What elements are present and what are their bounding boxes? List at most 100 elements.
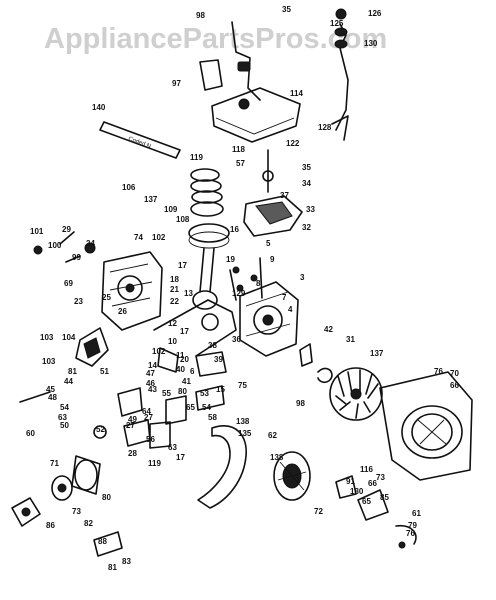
callout-number: 17 <box>178 261 187 270</box>
callout-number: 29 <box>62 225 71 234</box>
callout-number: 101 <box>30 227 44 236</box>
callout-number: 66 <box>368 479 377 488</box>
callout-number: 79 <box>408 521 417 530</box>
callout-number: 135 <box>238 429 252 438</box>
callout-number: 63 <box>58 413 67 422</box>
small-hardware <box>19 115 417 557</box>
bracket-left <box>75 327 109 367</box>
callout-number: 137 <box>370 349 384 358</box>
callout-number: 41 <box>182 377 191 386</box>
callout-number: 37 <box>280 191 289 200</box>
callout-number: 10 <box>168 337 177 346</box>
callout-number: 53 <box>200 389 209 398</box>
callout-number: 27 <box>144 413 153 422</box>
callout-number: 140 <box>92 103 106 112</box>
top-linkage-part <box>199 8 349 131</box>
callout-number: 103 <box>42 357 56 366</box>
callout-number: 26 <box>118 307 127 316</box>
callout-number: 40 <box>176 365 185 374</box>
callout-number: 99 <box>72 253 81 262</box>
callout-number: 81 <box>108 563 117 572</box>
top-cover-plate <box>211 87 301 143</box>
callout-number: 4 <box>288 305 293 314</box>
callout-number: 28 <box>128 449 137 458</box>
callout-number: 34 <box>302 179 311 188</box>
callout-number: 51 <box>100 367 109 376</box>
callout-number: 64 <box>142 407 151 416</box>
callout-number: 13 <box>184 289 193 298</box>
callout-number: 98 <box>296 399 305 408</box>
callout-number: 35 <box>302 163 311 172</box>
watermark: AppliancePartsPros.com <box>44 23 387 55</box>
callout-number: 5 <box>266 239 271 248</box>
callout-number: 80 <box>102 493 111 502</box>
decal-label: Coded N <box>99 121 181 159</box>
callout-number: 48 <box>48 393 57 402</box>
callout-number: 12 <box>168 319 177 328</box>
callout-number: 81 <box>68 367 77 376</box>
callout-number: 71 <box>50 459 59 468</box>
callout-number: 106 <box>122 183 136 192</box>
callout-number: 31 <box>346 335 355 344</box>
callout-number: 60 <box>26 429 35 438</box>
callout-number: 54 <box>60 403 69 412</box>
callout-number: 122 <box>286 139 300 148</box>
callout-number: 20 <box>180 355 189 364</box>
callout-number: 61 <box>412 509 421 518</box>
callout-number: 6 <box>190 367 195 376</box>
callout-number: 102 <box>152 233 166 242</box>
callout-number: 102 <box>152 347 166 356</box>
callout-number: 119 <box>148 459 161 468</box>
callout-number: 66 <box>450 381 459 390</box>
callout-number: 91 <box>346 477 355 486</box>
callout-number: 54 <box>202 403 211 412</box>
callout-number: 130 <box>350 487 364 496</box>
callout-number: 74 <box>134 233 143 242</box>
callout-number: 83 <box>122 557 131 566</box>
callout-number: 25 <box>102 293 111 302</box>
callout-number: 130 <box>364 39 378 48</box>
callout-number: 32 <box>302 223 311 232</box>
callout-number: 43 <box>148 385 157 394</box>
callout-number: 82 <box>84 519 93 528</box>
callout-number: 97 <box>172 79 181 88</box>
callout-number: 55 <box>162 389 171 398</box>
callout-number: 36 <box>232 335 241 344</box>
callout-number: 125 <box>330 19 344 28</box>
callout-number: 118 <box>232 145 245 154</box>
callout-number: 18 <box>170 275 179 284</box>
callout-number: 19 <box>226 255 235 264</box>
blower-housing <box>379 371 473 481</box>
crankshaft <box>153 299 237 357</box>
curved-shroud <box>197 425 247 509</box>
callout-number: 9 <box>270 255 275 264</box>
callout-number: 119 <box>190 153 203 162</box>
callout-number: 70 <box>450 369 459 378</box>
starter-pulley <box>273 451 311 501</box>
callout-number: 35 <box>282 5 291 14</box>
callout-number: 24 <box>86 239 95 248</box>
callout-number: 69 <box>64 279 73 288</box>
callout-number: 65 <box>362 497 371 506</box>
callout-number: 52 <box>96 425 105 434</box>
callout-number: 14 <box>148 361 157 370</box>
callout-number: 47 <box>146 369 155 378</box>
fuel-cap-parts <box>11 475 73 527</box>
callout-number: 109 <box>164 205 178 214</box>
callout-number: 104 <box>62 333 76 342</box>
callout-number: 38 <box>208 341 217 350</box>
carburetor <box>243 195 303 237</box>
callout-number: 114 <box>290 89 303 98</box>
callout-number: 57 <box>236 159 245 168</box>
callout-number: 22 <box>170 297 179 306</box>
callout-number: 138 <box>236 417 250 426</box>
callout-number: 126 <box>368 9 382 18</box>
flywheel <box>317 367 383 421</box>
callout-number: 103 <box>40 333 54 342</box>
callout-number: 45 <box>46 385 55 394</box>
callout-number: 17 <box>180 327 189 336</box>
callout-number: 50 <box>60 421 69 430</box>
callout-number: 128 <box>318 123 332 132</box>
